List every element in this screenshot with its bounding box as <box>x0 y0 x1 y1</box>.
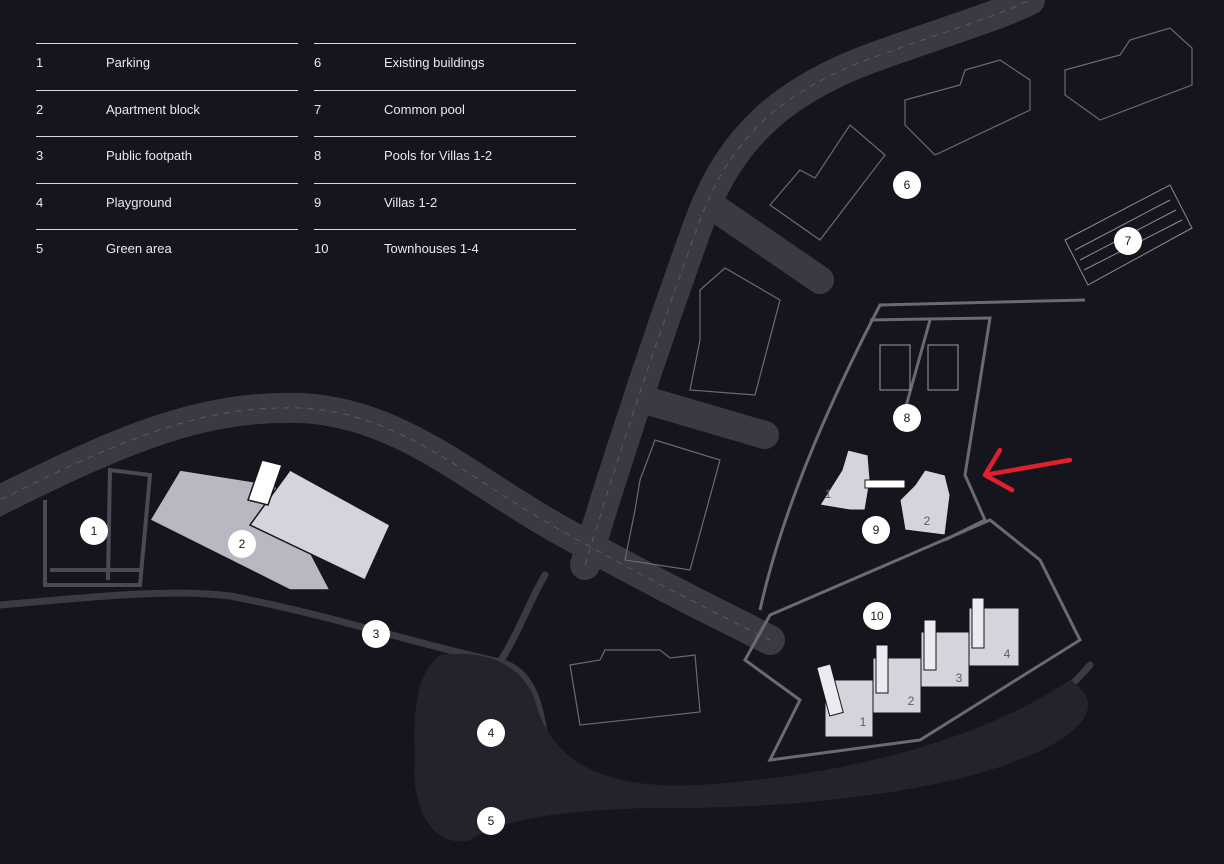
villa-2-label: 2 <box>923 514 931 528</box>
green-area-zone <box>414 653 1089 842</box>
townhouse-plot <box>743 518 1082 762</box>
marker-green-area[interactable]: 5 <box>477 807 505 835</box>
red-pointer-arrow-icon <box>982 447 1073 493</box>
marker-villas[interactable]: 9 <box>862 516 890 544</box>
marker-playground[interactable]: 4 <box>477 719 505 747</box>
townhouse-4-label: 4 <box>1003 647 1011 661</box>
marker-public-footpath[interactable]: 3 <box>362 620 390 648</box>
townhouses <box>816 597 1020 738</box>
apartment-block <box>148 459 391 591</box>
villas <box>819 449 951 536</box>
marker-existing-buildings[interactable]: 6 <box>893 171 921 199</box>
townhouse-1-label: 1 <box>859 715 867 729</box>
marker-common-pool[interactable]: 7 <box>1114 227 1142 255</box>
existing-buildings <box>569 27 1193 726</box>
branch-road-1 <box>704 196 834 294</box>
branch-road-2 <box>631 386 779 449</box>
villa-pools <box>879 344 959 391</box>
footpath-branch <box>496 571 549 666</box>
marker-apartment-block[interactable]: 2 <box>228 530 256 558</box>
townhouse-3-label: 3 <box>955 671 963 685</box>
marker-townhouses[interactable]: 10 <box>863 602 891 630</box>
townhouse-2-label: 2 <box>907 694 915 708</box>
parking-lot <box>43 467 153 587</box>
marker-parking[interactable]: 1 <box>80 517 108 545</box>
villa-plot <box>758 298 1086 611</box>
villa-1-label: 1 <box>824 487 832 501</box>
marker-villa-pools[interactable]: 8 <box>893 404 921 432</box>
